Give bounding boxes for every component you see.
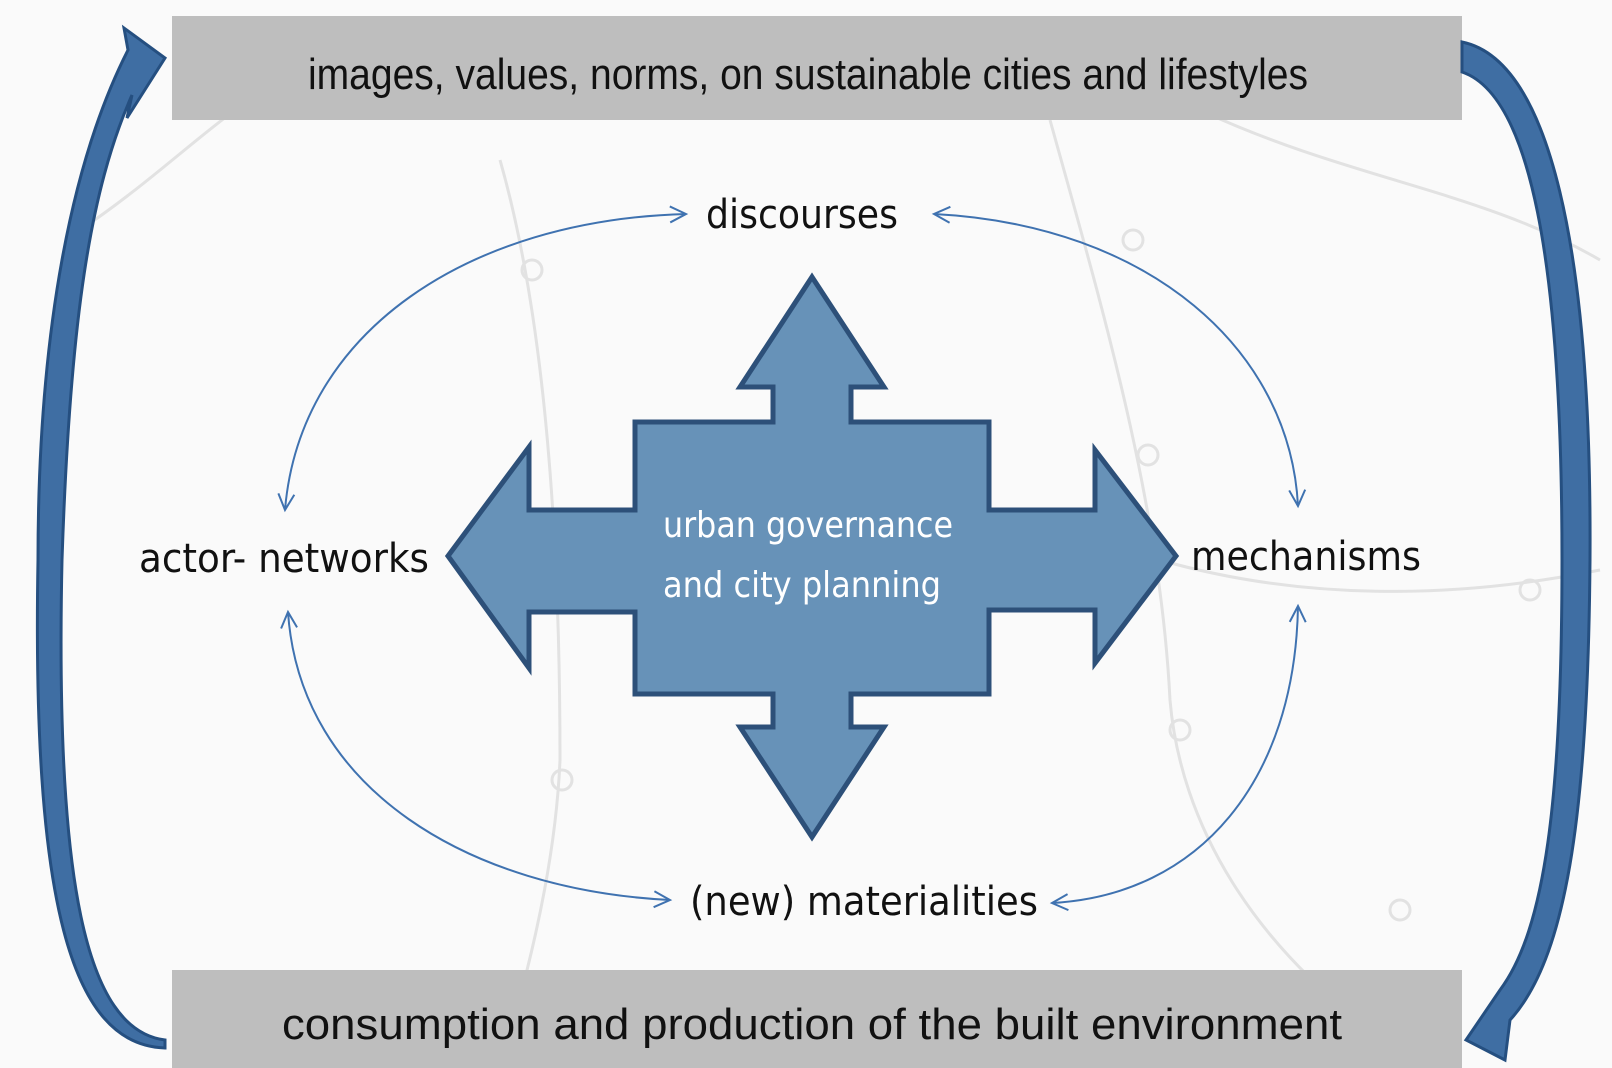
connector-actors-discourses	[277, 205, 689, 513]
bottom-bar	[172, 970, 1462, 1068]
node-actor-networks: actor- networks	[139, 536, 429, 582]
connectors	[277, 205, 1307, 912]
center-label-line1: urban governance	[663, 505, 953, 546]
connector-discourses-mechanisms	[931, 205, 1307, 509]
center-label-line2: and city planning	[663, 565, 941, 606]
right-cycle-arrow	[1460, 40, 1592, 1063]
center-four-way-arrow	[444, 272, 1180, 842]
connector-actors-materialities	[280, 609, 673, 909]
left-cycle-arrow	[35, 24, 168, 1050]
node-materialities: (new) materialities	[690, 879, 1038, 925]
connector-mechanisms-materialities	[1049, 603, 1307, 912]
top-bar-label: images, values, norms, on sustainable ci…	[308, 50, 1308, 99]
node-mechanisms: mechanisms	[1191, 534, 1421, 580]
top-bar	[172, 16, 1462, 120]
bottom-bar-label: consumption and production of the built …	[282, 1000, 1342, 1049]
node-discourses: discourses	[706, 192, 898, 238]
